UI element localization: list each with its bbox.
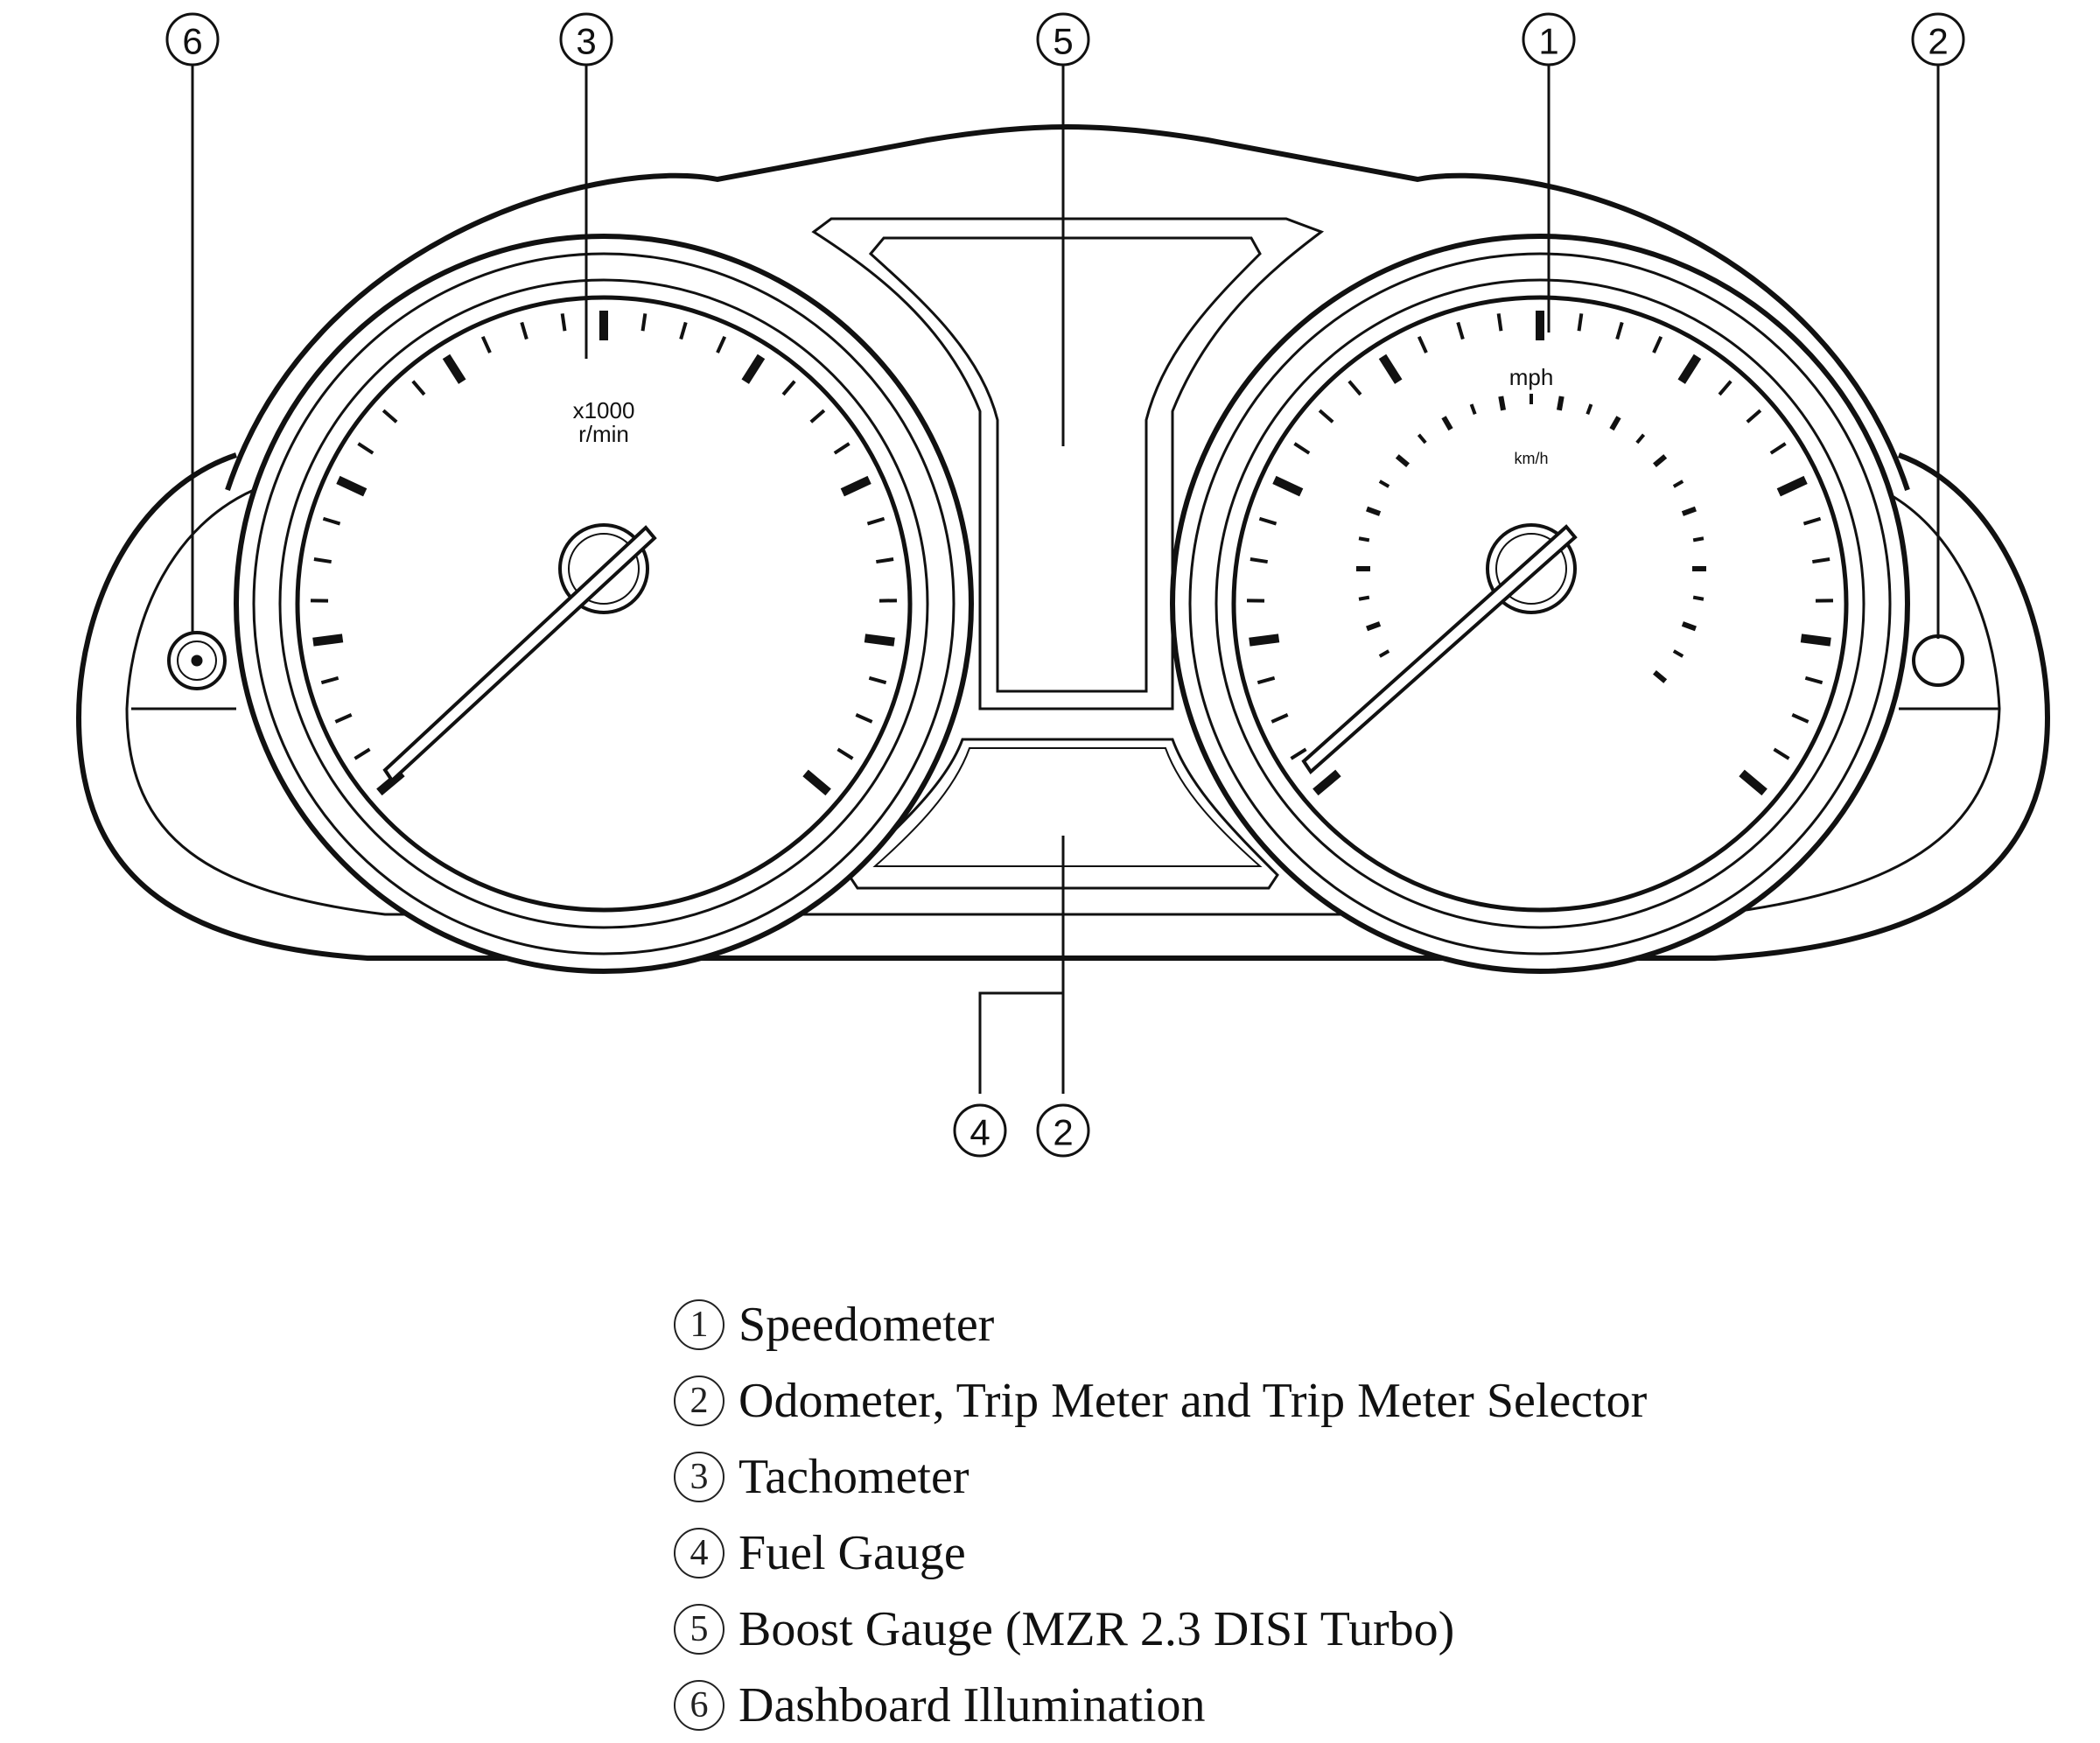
callout-3: 3 — [561, 14, 612, 65]
dashboard-illumination-knob — [169, 633, 225, 689]
svg-text:6: 6 — [182, 21, 202, 62]
legend-item-5: 5 Boost Gauge (MZR 2.3 DISI Turbo) — [674, 1591, 1986, 1667]
tachometer: x1000 r/min — [236, 236, 971, 971]
legend-number: 1 — [674, 1299, 724, 1350]
major-tick — [1801, 638, 1830, 641]
legend-label: Speedometer — [738, 1297, 994, 1353]
minor-tick — [643, 313, 646, 331]
callout-4: 4 — [955, 1105, 1005, 1156]
legend-label: Boost Gauge (MZR 2.3 DISI Turbo) — [738, 1601, 1454, 1657]
minor-tick — [1359, 538, 1369, 540]
legend-number: 6 — [674, 1680, 724, 1731]
minor-tick — [1359, 598, 1369, 599]
callout-6: 6 — [167, 14, 218, 65]
speed-unit-inner: km/h — [1514, 450, 1548, 467]
legend-number: 3 — [674, 1452, 724, 1502]
legend-item-1: 1 Speedometer — [674, 1286, 1986, 1362]
major-tick — [1559, 396, 1562, 410]
svg-text:1: 1 — [1538, 21, 1558, 62]
svg-text:2: 2 — [1053, 1112, 1073, 1153]
legend-item-4: 4 Fuel Gauge — [674, 1515, 1986, 1591]
minor-tick — [1579, 313, 1582, 331]
legend-number: 5 — [674, 1604, 724, 1655]
legend-item-6: 6 Dashboard Illumination — [674, 1667, 1986, 1743]
speed-unit-outer: mph — [1509, 364, 1554, 390]
callout-1: 1 — [1523, 14, 1574, 65]
legend-label: Dashboard Illumination — [738, 1677, 1205, 1733]
major-tick — [864, 638, 894, 641]
speedometer: mph km/h — [1172, 236, 1908, 971]
svg-text:3: 3 — [576, 21, 596, 62]
callout-2-bottom: 2 — [1038, 1105, 1088, 1156]
minor-tick — [563, 313, 565, 331]
major-tick — [1250, 638, 1279, 641]
legend-item-3: 3 Tachometer — [674, 1438, 1986, 1515]
minor-tick — [1693, 538, 1704, 540]
tach-unit-line1: x1000 — [573, 397, 635, 424]
callout-5: 5 — [1038, 14, 1088, 65]
major-tick — [1501, 396, 1503, 410]
tach-unit-line2: r/min — [578, 421, 629, 447]
svg-text:5: 5 — [1053, 21, 1073, 62]
legend-label: Odometer, Trip Meter and Trip Meter Sele… — [738, 1373, 1647, 1429]
legend-label: Fuel Gauge — [738, 1525, 966, 1581]
minor-tick — [1693, 598, 1704, 599]
major-tick — [313, 638, 343, 641]
legend-label: Tachometer — [738, 1449, 969, 1505]
legend-item-2: 2 Odometer, Trip Meter and Trip Meter Se… — [674, 1362, 1986, 1438]
trip-meter-selector-knob — [1914, 636, 1963, 685]
legend-number: 2 — [674, 1376, 724, 1426]
legend-number: 4 — [674, 1528, 724, 1578]
minor-tick — [1499, 313, 1502, 331]
legend: 1 Speedometer 2 Odometer, Trip Meter and… — [674, 1286, 1986, 1743]
svg-text:4: 4 — [970, 1112, 990, 1153]
svg-text:2: 2 — [1928, 21, 1948, 62]
callout-2-top: 2 — [1913, 14, 1964, 65]
